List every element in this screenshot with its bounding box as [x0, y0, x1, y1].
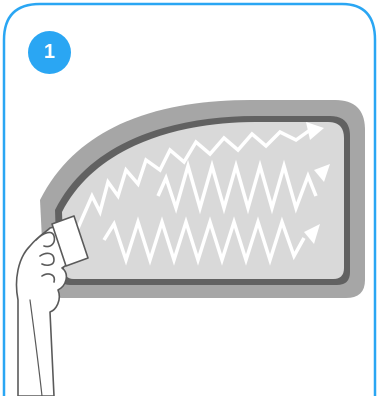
step-number: 1 [44, 41, 55, 64]
step-number-badge: 1 [28, 31, 71, 74]
